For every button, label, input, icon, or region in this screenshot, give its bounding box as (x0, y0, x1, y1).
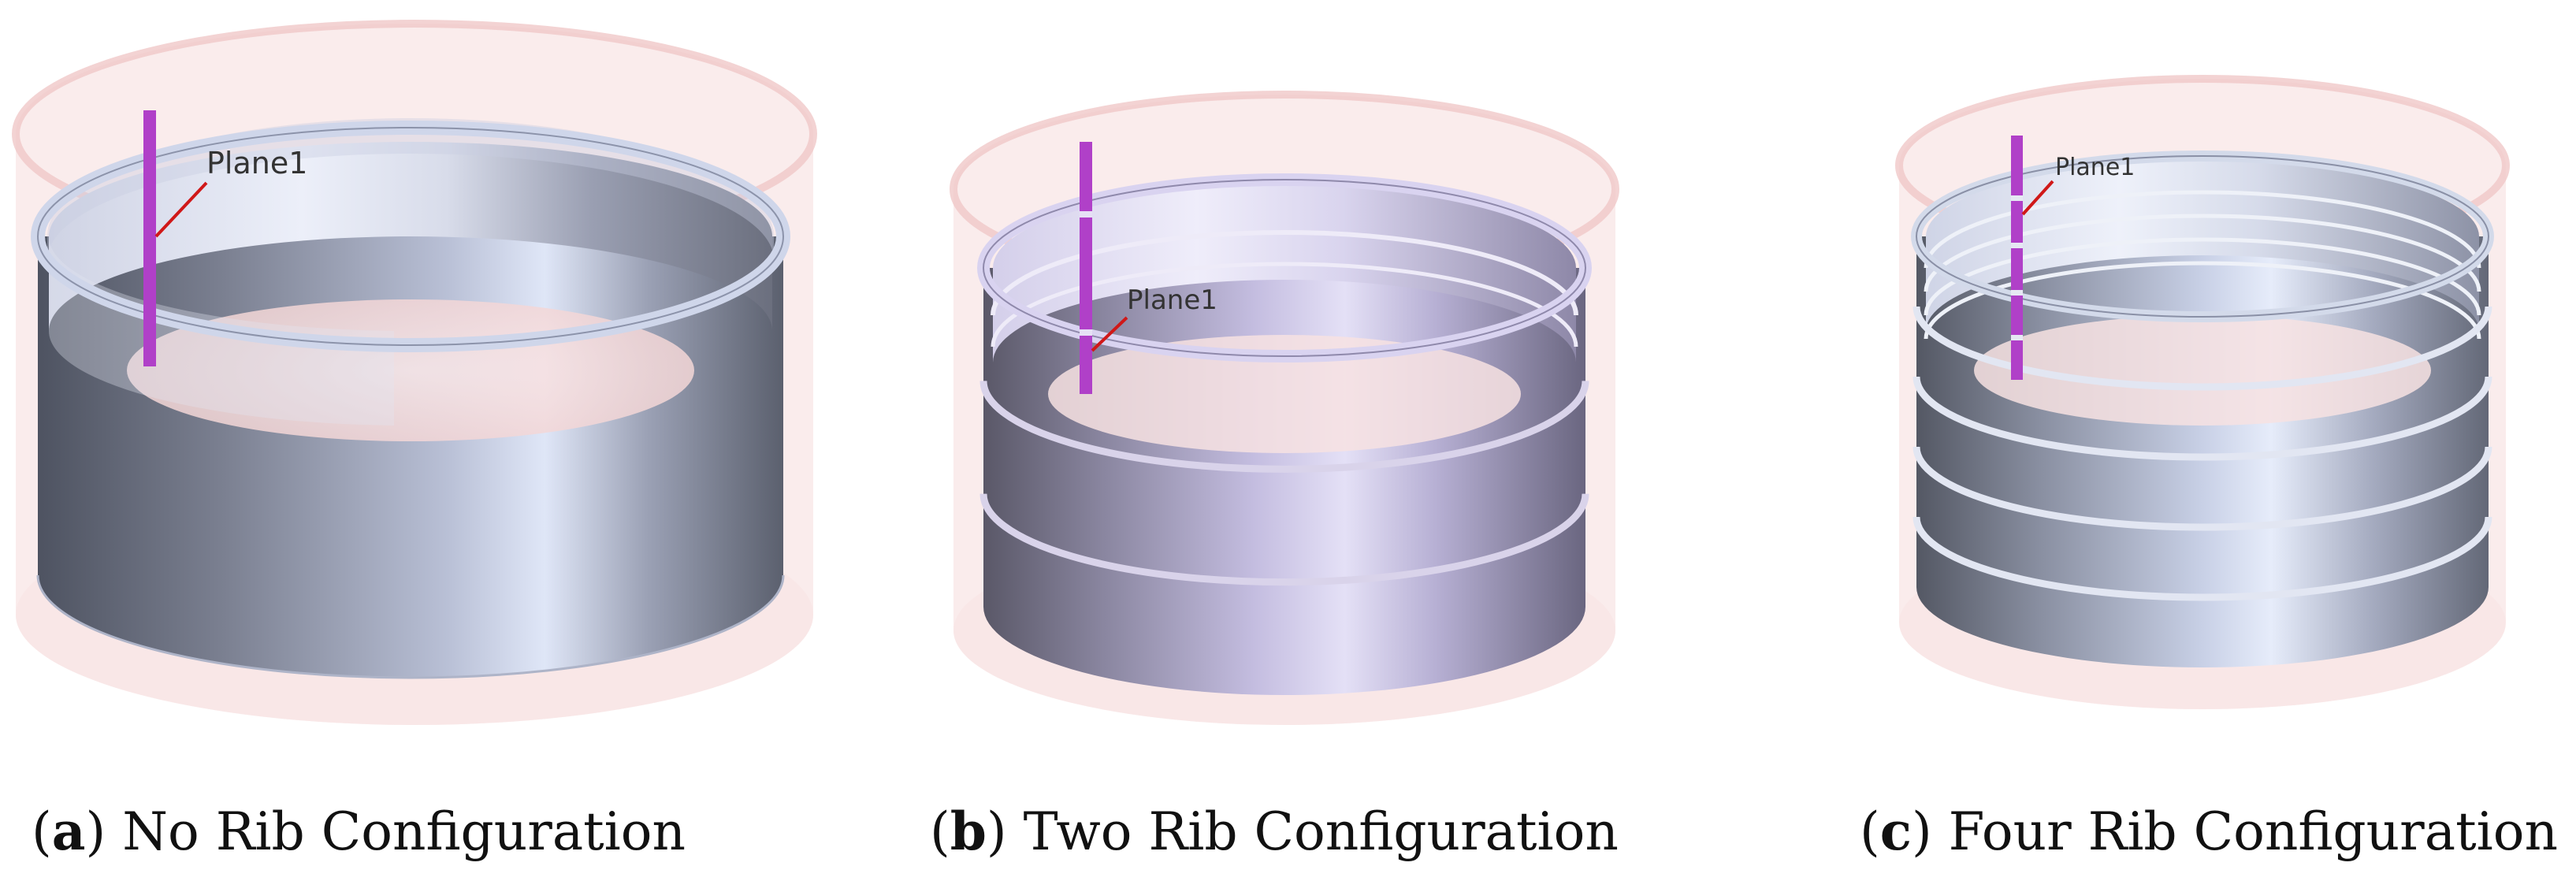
rib-group (1912, 306, 2492, 601)
panel-b: Plane1 (b) Two Rib Configuration (930, 0, 1639, 881)
caption-a: (a) No Rib Configuration (32, 801, 686, 862)
rib-ring (979, 493, 1589, 586)
plane-marker (143, 110, 156, 366)
panel-a: Plane1 (a) No Rib Configuration (0, 0, 859, 881)
shell-body (1916, 236, 2489, 667)
plane-leader-line (1091, 316, 1128, 352)
cylinder-model-a: Plane1 (12, 20, 817, 725)
caption-c: (c) Four Rib Configuration (1860, 801, 2558, 862)
caption-b: (b) Two Rib Configuration (930, 801, 1619, 862)
rib-group (979, 381, 1589, 586)
rib-ring (1912, 306, 2492, 391)
plane-marker (1080, 142, 1092, 394)
caption-text: Four Rib Configuration (1948, 801, 2558, 862)
rib-ring (979, 381, 1589, 473)
plane-leader-line (2021, 180, 2054, 216)
plane-label: Plane1 (1127, 284, 1217, 316)
caption-text: No Rib Configuration (122, 801, 686, 862)
rib-ring (1912, 446, 2492, 531)
caption-letter: a (51, 801, 86, 862)
rib-ring (1912, 516, 2492, 601)
caption-letter: b (950, 801, 987, 862)
caption-letter: c (1879, 801, 1912, 862)
plane-label: Plane1 (2055, 154, 2135, 181)
cylinder-model-b: Plane1 (950, 91, 1619, 725)
plane-label: Plane1 (206, 146, 307, 180)
caption-text: Two Rib Configuration (1023, 801, 1619, 862)
plane-marker (2011, 136, 2023, 380)
rib-ring (1912, 376, 2492, 461)
panel-c: Plane1 (c) Four Rib Configuration (1844, 0, 2576, 881)
cylinder-model-c: Plane1 (1895, 75, 2510, 709)
plane-leader-line (154, 181, 208, 238)
